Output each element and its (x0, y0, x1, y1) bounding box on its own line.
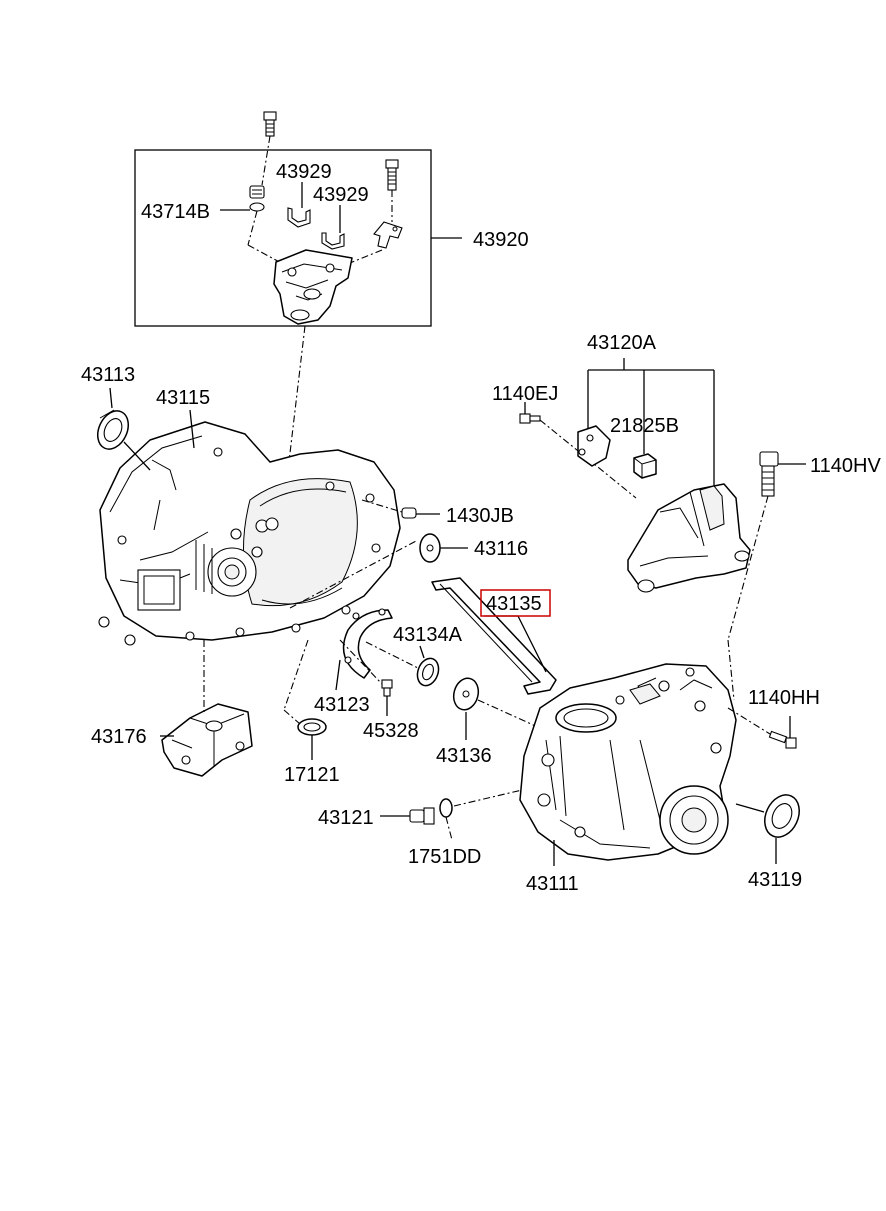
bolt-icon (385, 159, 399, 191)
drain-plug-icon (409, 807, 435, 825)
shift-bracket-icon (273, 249, 353, 325)
label-17121: 17121 (284, 764, 340, 786)
label-43134A: 43134A (393, 624, 463, 646)
bolt-icon (519, 413, 541, 424)
label-1140HH: 1140HH (748, 687, 820, 709)
label-43135: 43135 (486, 593, 542, 615)
label-43119: 43119 (748, 869, 802, 891)
bolt-icon (768, 730, 797, 749)
label-43136: 43136 (436, 745, 492, 767)
transmission-mount-icon (627, 483, 751, 593)
mount-bracket-group (519, 358, 806, 701)
label-1751DD: 1751DD (408, 846, 481, 868)
oil-guide-icon (431, 577, 557, 695)
label-43120A: 43120A (587, 332, 657, 354)
clip-icon (287, 207, 311, 228)
label-1140EJ: 1140EJ (492, 383, 558, 405)
label-43121: 43121 (318, 807, 374, 829)
transmission-case-group (519, 663, 737, 861)
label-43111: 43111 (526, 873, 579, 895)
bolt-icon (263, 111, 277, 137)
bolt-icon (381, 679, 393, 697)
label-43115: 43115 (156, 387, 210, 409)
link-bracket-icon (373, 221, 403, 249)
highlight-box-43135 (480, 589, 551, 617)
bearing-retainer-plate-icon (342, 608, 393, 679)
shift-bracket-assembly-group (134, 111, 462, 471)
label-1430JB: 1430JB (446, 505, 514, 527)
rubber-block-icon (633, 453, 657, 479)
clip-icon (321, 232, 345, 250)
bracket-icon (161, 703, 253, 777)
label-43123: 43123 (314, 694, 370, 716)
clutch-housing-group (98, 421, 401, 646)
oil-seal-icon (97, 409, 129, 450)
gasket-icon (439, 798, 453, 818)
mount-plate-icon (577, 425, 611, 467)
label-43113: 43113 (81, 364, 135, 386)
oil-seal-icon (416, 657, 440, 687)
label-43176: 43176 (91, 726, 147, 748)
oil-seal-icon (297, 718, 327, 736)
oil-seal-icon (764, 794, 800, 838)
label-43929-lower: 43929 (313, 184, 369, 206)
label-45328: 45328 (363, 720, 419, 742)
label-43929-upper: 43929 (276, 161, 332, 183)
label-43920: 43920 (473, 229, 529, 251)
shim-icon (452, 677, 480, 711)
label-43116: 43116 (474, 538, 528, 560)
long-bolt-icon (759, 451, 779, 497)
label-1140HV: 1140HV (810, 455, 881, 477)
oil-guide-plate-icon (419, 533, 441, 563)
label-21825B: 21825B (610, 415, 679, 437)
label-43714B: 43714B (141, 201, 210, 223)
dowel-pin-icon (401, 507, 417, 519)
nut-washer-icon (249, 185, 265, 212)
